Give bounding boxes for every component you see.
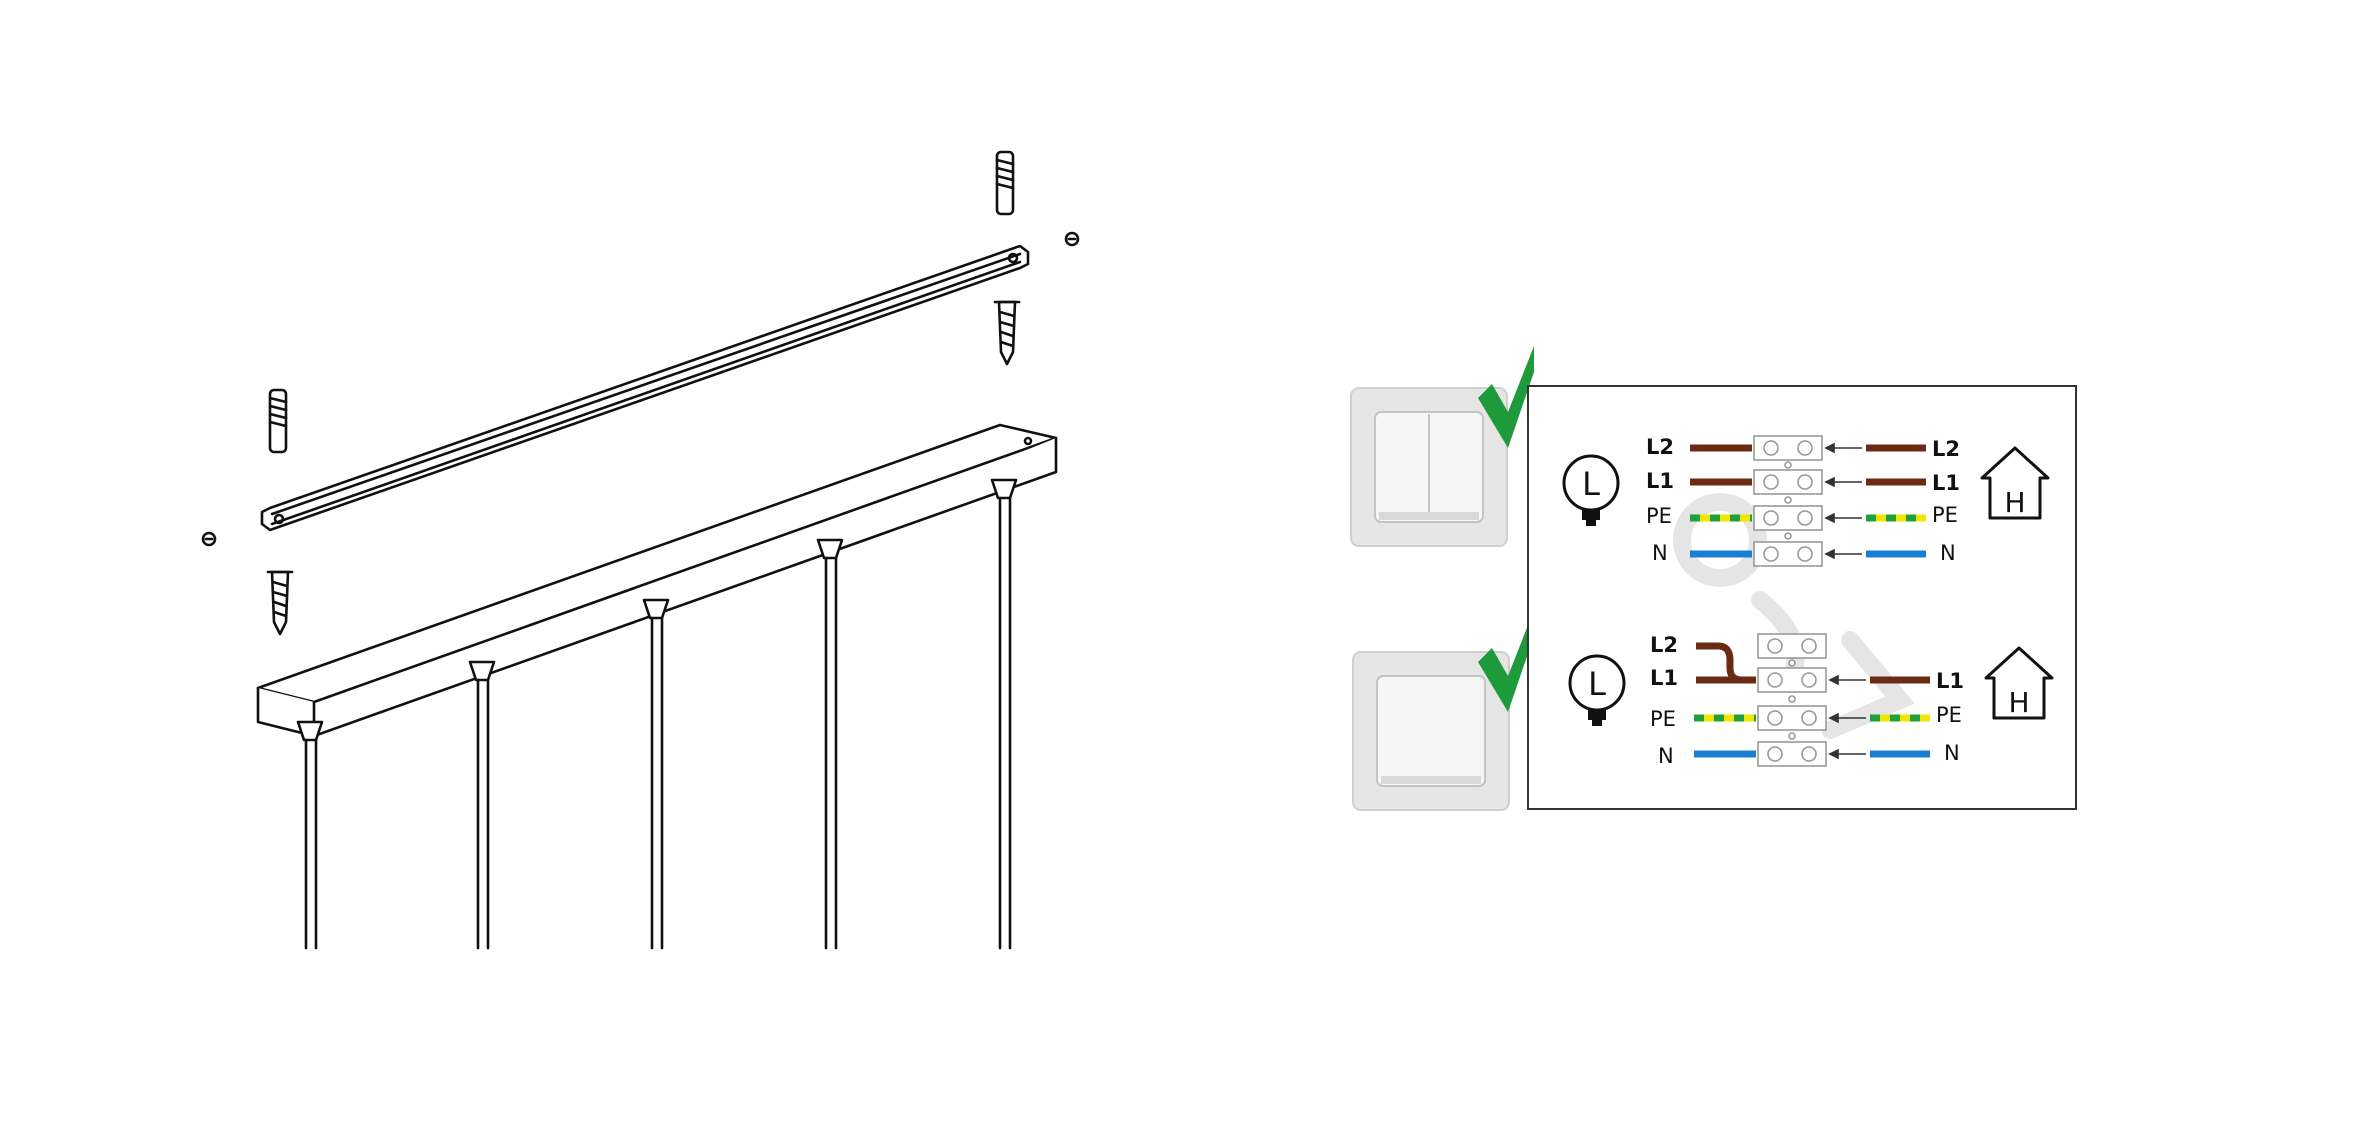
wire-label-left: PE	[1646, 504, 1672, 528]
cable-1	[304, 738, 318, 950]
wire-label-right: PE	[1936, 703, 1962, 727]
check-mark-icon	[1478, 610, 1534, 712]
canopy-box	[256, 423, 1058, 738]
mounting-bracket	[260, 244, 1030, 532]
house-H-icon: H	[1984, 646, 2054, 720]
wire-label-right: N	[1940, 541, 1956, 565]
grub-screw-right	[1064, 231, 1080, 247]
lamp-L-icon: L	[1562, 454, 1620, 526]
terminal-block	[1757, 633, 1827, 767]
cable-5	[998, 496, 1012, 950]
screw-left	[266, 570, 294, 636]
house-H-icon: H	[1980, 446, 2050, 520]
canopy-assembly-drawing	[201, 150, 1080, 950]
wiring-double-switch: L L2 L1 PE N	[1562, 435, 2050, 567]
check-mark-icon	[1478, 346, 1534, 448]
house-symbol: H	[2004, 486, 2025, 519]
terminal-block	[1753, 435, 1823, 567]
cable-2	[476, 678, 490, 950]
single-switch-icon	[1352, 651, 1510, 811]
wiring-single-switch: L L2 L1 PE N L1	[1568, 633, 2054, 768]
screw-right	[993, 300, 1021, 366]
pendant-cables	[296, 478, 1018, 950]
lamp-L-icon: L	[1568, 654, 1626, 726]
wire-label-left: L1	[1650, 666, 1678, 690]
wire-label-left: L2	[1650, 633, 1678, 657]
wire-label-left: N	[1658, 744, 1674, 768]
wall-plug-left	[268, 388, 288, 454]
wire-label-right: L1	[1932, 471, 1960, 495]
house-symbol: H	[2008, 686, 2029, 719]
wire-label-right: L1	[1936, 669, 1964, 693]
wall-plug-right	[995, 150, 1015, 216]
lamp-symbol: L	[1582, 465, 1600, 503]
wire-label-left: N	[1652, 541, 1668, 565]
wire-label-left: L1	[1646, 469, 1674, 493]
lamp-symbol: L	[1588, 665, 1606, 703]
cord-grip-5	[990, 478, 1018, 500]
double-switch-icon	[1350, 387, 1508, 547]
wire-label-left: PE	[1650, 707, 1676, 731]
wire-label-right: PE	[1932, 503, 1958, 527]
wire-label-right: N	[1944, 741, 1960, 765]
wire-label-right: L2	[1932, 437, 1960, 461]
cable-3	[650, 616, 664, 950]
grub-screw-left	[201, 531, 217, 547]
cord-grip-1	[296, 720, 324, 742]
cable-4	[824, 556, 838, 950]
wire-label-left: L2	[1646, 435, 1674, 459]
